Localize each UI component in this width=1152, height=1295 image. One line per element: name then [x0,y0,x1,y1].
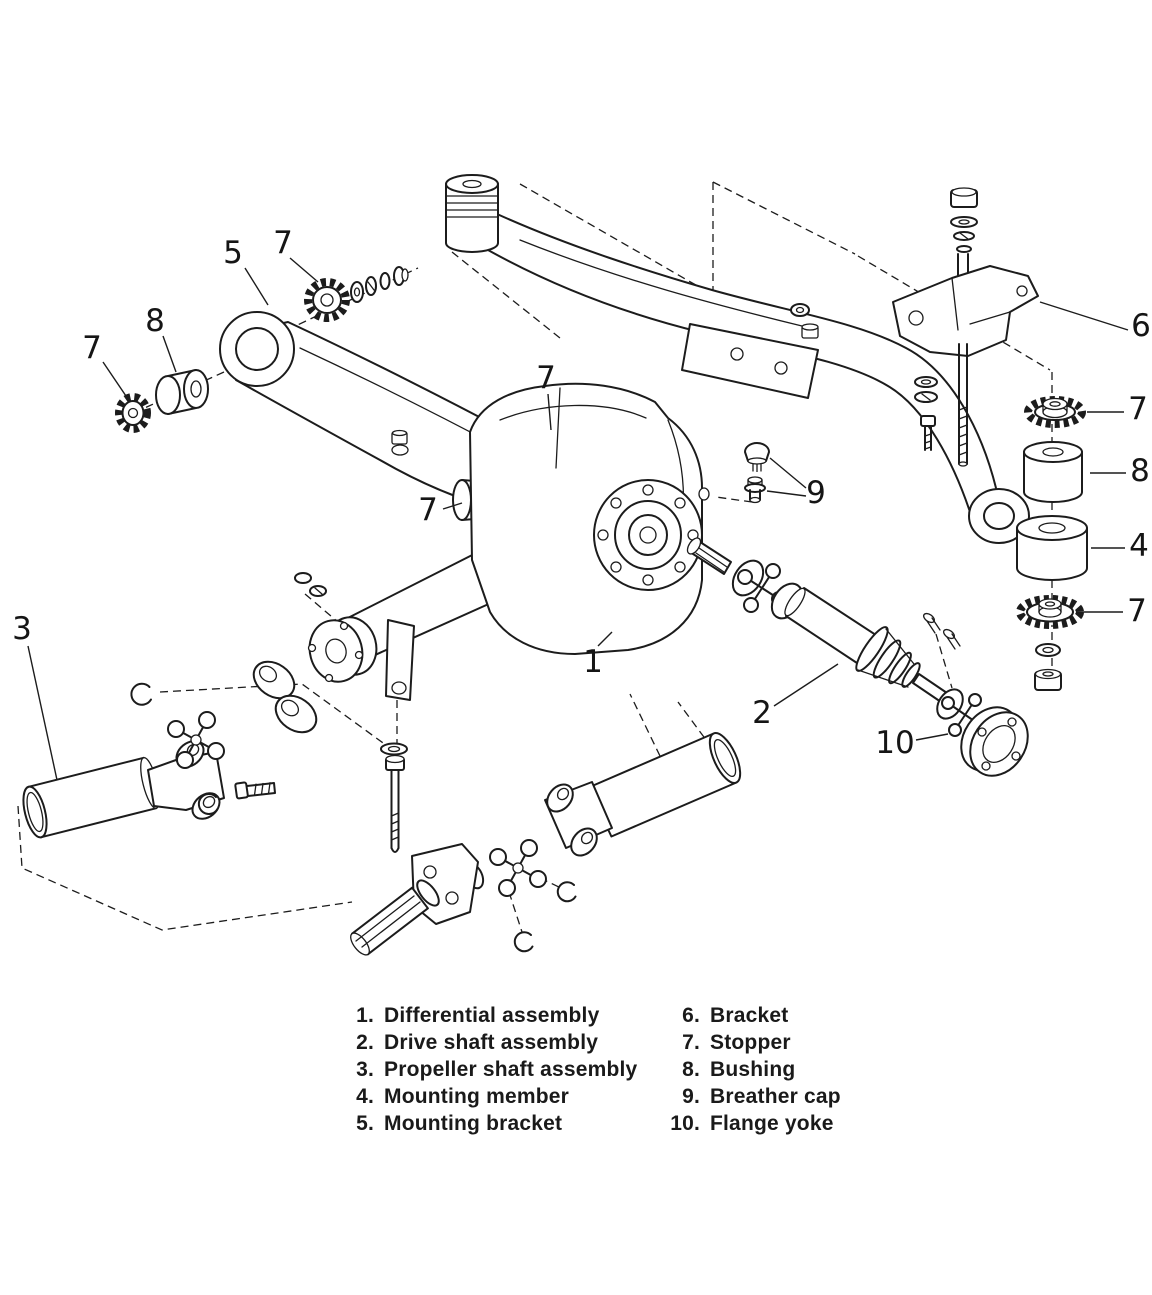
legend-item-number: 6. [682,1004,700,1027]
legend-item: 5. Mounting bracket [342,1112,666,1139]
flange-yoke-part10 [960,706,1029,777]
bushing-part8 [1023,441,1083,503]
callout-label: 4 [1129,528,1149,564]
legend-item-text: Differential assembly [384,1004,600,1027]
legend-item-text: Bushing [710,1058,796,1081]
callout-label: 8 [145,303,165,339]
legend-item-text: Bracket [710,1004,789,1027]
mounting-member-part4 [1016,515,1088,581]
legend-item-number: 1. [356,1004,374,1027]
differential-assembly-part1 [252,382,710,734]
legend-item: 4. Mounting member [342,1085,666,1112]
legend-item-text: Drive shaft assembly [384,1031,599,1054]
legend-item-text: Stopper [710,1031,791,1054]
long-mount-bolt [380,742,408,853]
slip-yoke-flange [411,843,485,925]
legend-item-number: 5. [356,1112,374,1135]
u-joint-cross-intermediate [489,839,547,897]
legend-column-right: 6. Bracket 7. Stopper 8. Bushing 9. Brea… [666,1004,841,1139]
legend-item-text: Mounting member [384,1085,569,1108]
yoke-bolt [234,781,276,800]
exploded-diagram-canvas: 5 7 8 7 7 7 6 7 8 4 7 9 1 3 2 10 [12,174,1151,956]
right-mount-stack [1016,396,1088,691]
callout-label: 9 [806,475,826,511]
legend-item: 9. Breather cap [666,1085,841,1112]
callout-label: 6 [1131,308,1151,344]
legend-item-number: 2. [356,1031,374,1054]
snap-ring [197,792,219,815]
callout-label: 7 [273,225,293,261]
legend-item: 6. Bracket [666,1004,841,1031]
callout-label: 1 [583,644,603,680]
legend-item: 8. Bushing [666,1058,841,1085]
legend-column-left: 1. Differential assembly 2. Drive shaft … [342,1004,666,1139]
legend-item-number: 3. [356,1058,374,1081]
snap-ring [130,682,152,706]
legend-item: 7. Stopper [666,1031,841,1058]
arm-bushing-cylinder [445,174,499,253]
legend-item-number: 4. [356,1085,374,1108]
legend-item-number: 9. [682,1085,700,1108]
cv-boot [855,626,921,688]
callout-labels: 5 7 8 7 7 7 6 7 8 4 7 9 1 3 2 10 [12,225,1151,761]
stopper-top-part7 [1024,396,1086,428]
stopper-bottom-part7 [1016,595,1084,629]
legend-item: 2. Drive shaft assembly [342,1031,666,1058]
callout-label: 8 [1130,453,1150,489]
arm-washer-row [304,266,409,322]
legend-item-number: 10. [670,1112,700,1135]
intermediate-shaft-yoke [350,732,742,956]
drive-shaft-assembly-part2 [686,537,1029,777]
callout-label: 3 [12,611,32,647]
legend-item-text: Flange yoke [710,1112,834,1135]
callout-label: 7 [536,360,556,396]
callout-label: 7 [82,330,102,366]
legend-item: 10. Flange yoke [666,1112,841,1139]
callout-label: 7 [1127,593,1147,629]
splined-shaft [350,879,440,956]
upper-suspension-arm [487,213,1030,544]
bracket-part6 [892,187,1039,467]
legend-item-text: Mounting bracket [384,1112,563,1135]
legend-item: 3. Propeller shaft assembly [342,1058,666,1085]
legend-item-number: 8. [682,1058,700,1081]
callout-leader-lines [27,257,1129,781]
propeller-shaft-assembly-part3 [22,682,276,839]
callout-label: 5 [223,235,243,271]
callout-label: 7 [1128,391,1148,427]
snap-ring [556,881,577,903]
legend-item-number: 7. [682,1031,700,1054]
legend-item-text: Breather cap [710,1085,841,1108]
legend-item: 1. Differential assembly [342,1004,666,1031]
breather-cap-part9 [744,442,770,504]
legend-item-text: Propeller shaft assembly [384,1058,638,1081]
snap-ring [513,931,534,953]
callout-label: 10 [875,725,914,761]
callout-label: 2 [752,695,772,731]
parts-legend: 1. Differential assembly 2. Drive shaft … [342,1004,841,1139]
callout-label: 7 [418,492,438,528]
u-joint-cross-propeller [167,711,225,769]
left-stopper-bushing [115,369,209,433]
